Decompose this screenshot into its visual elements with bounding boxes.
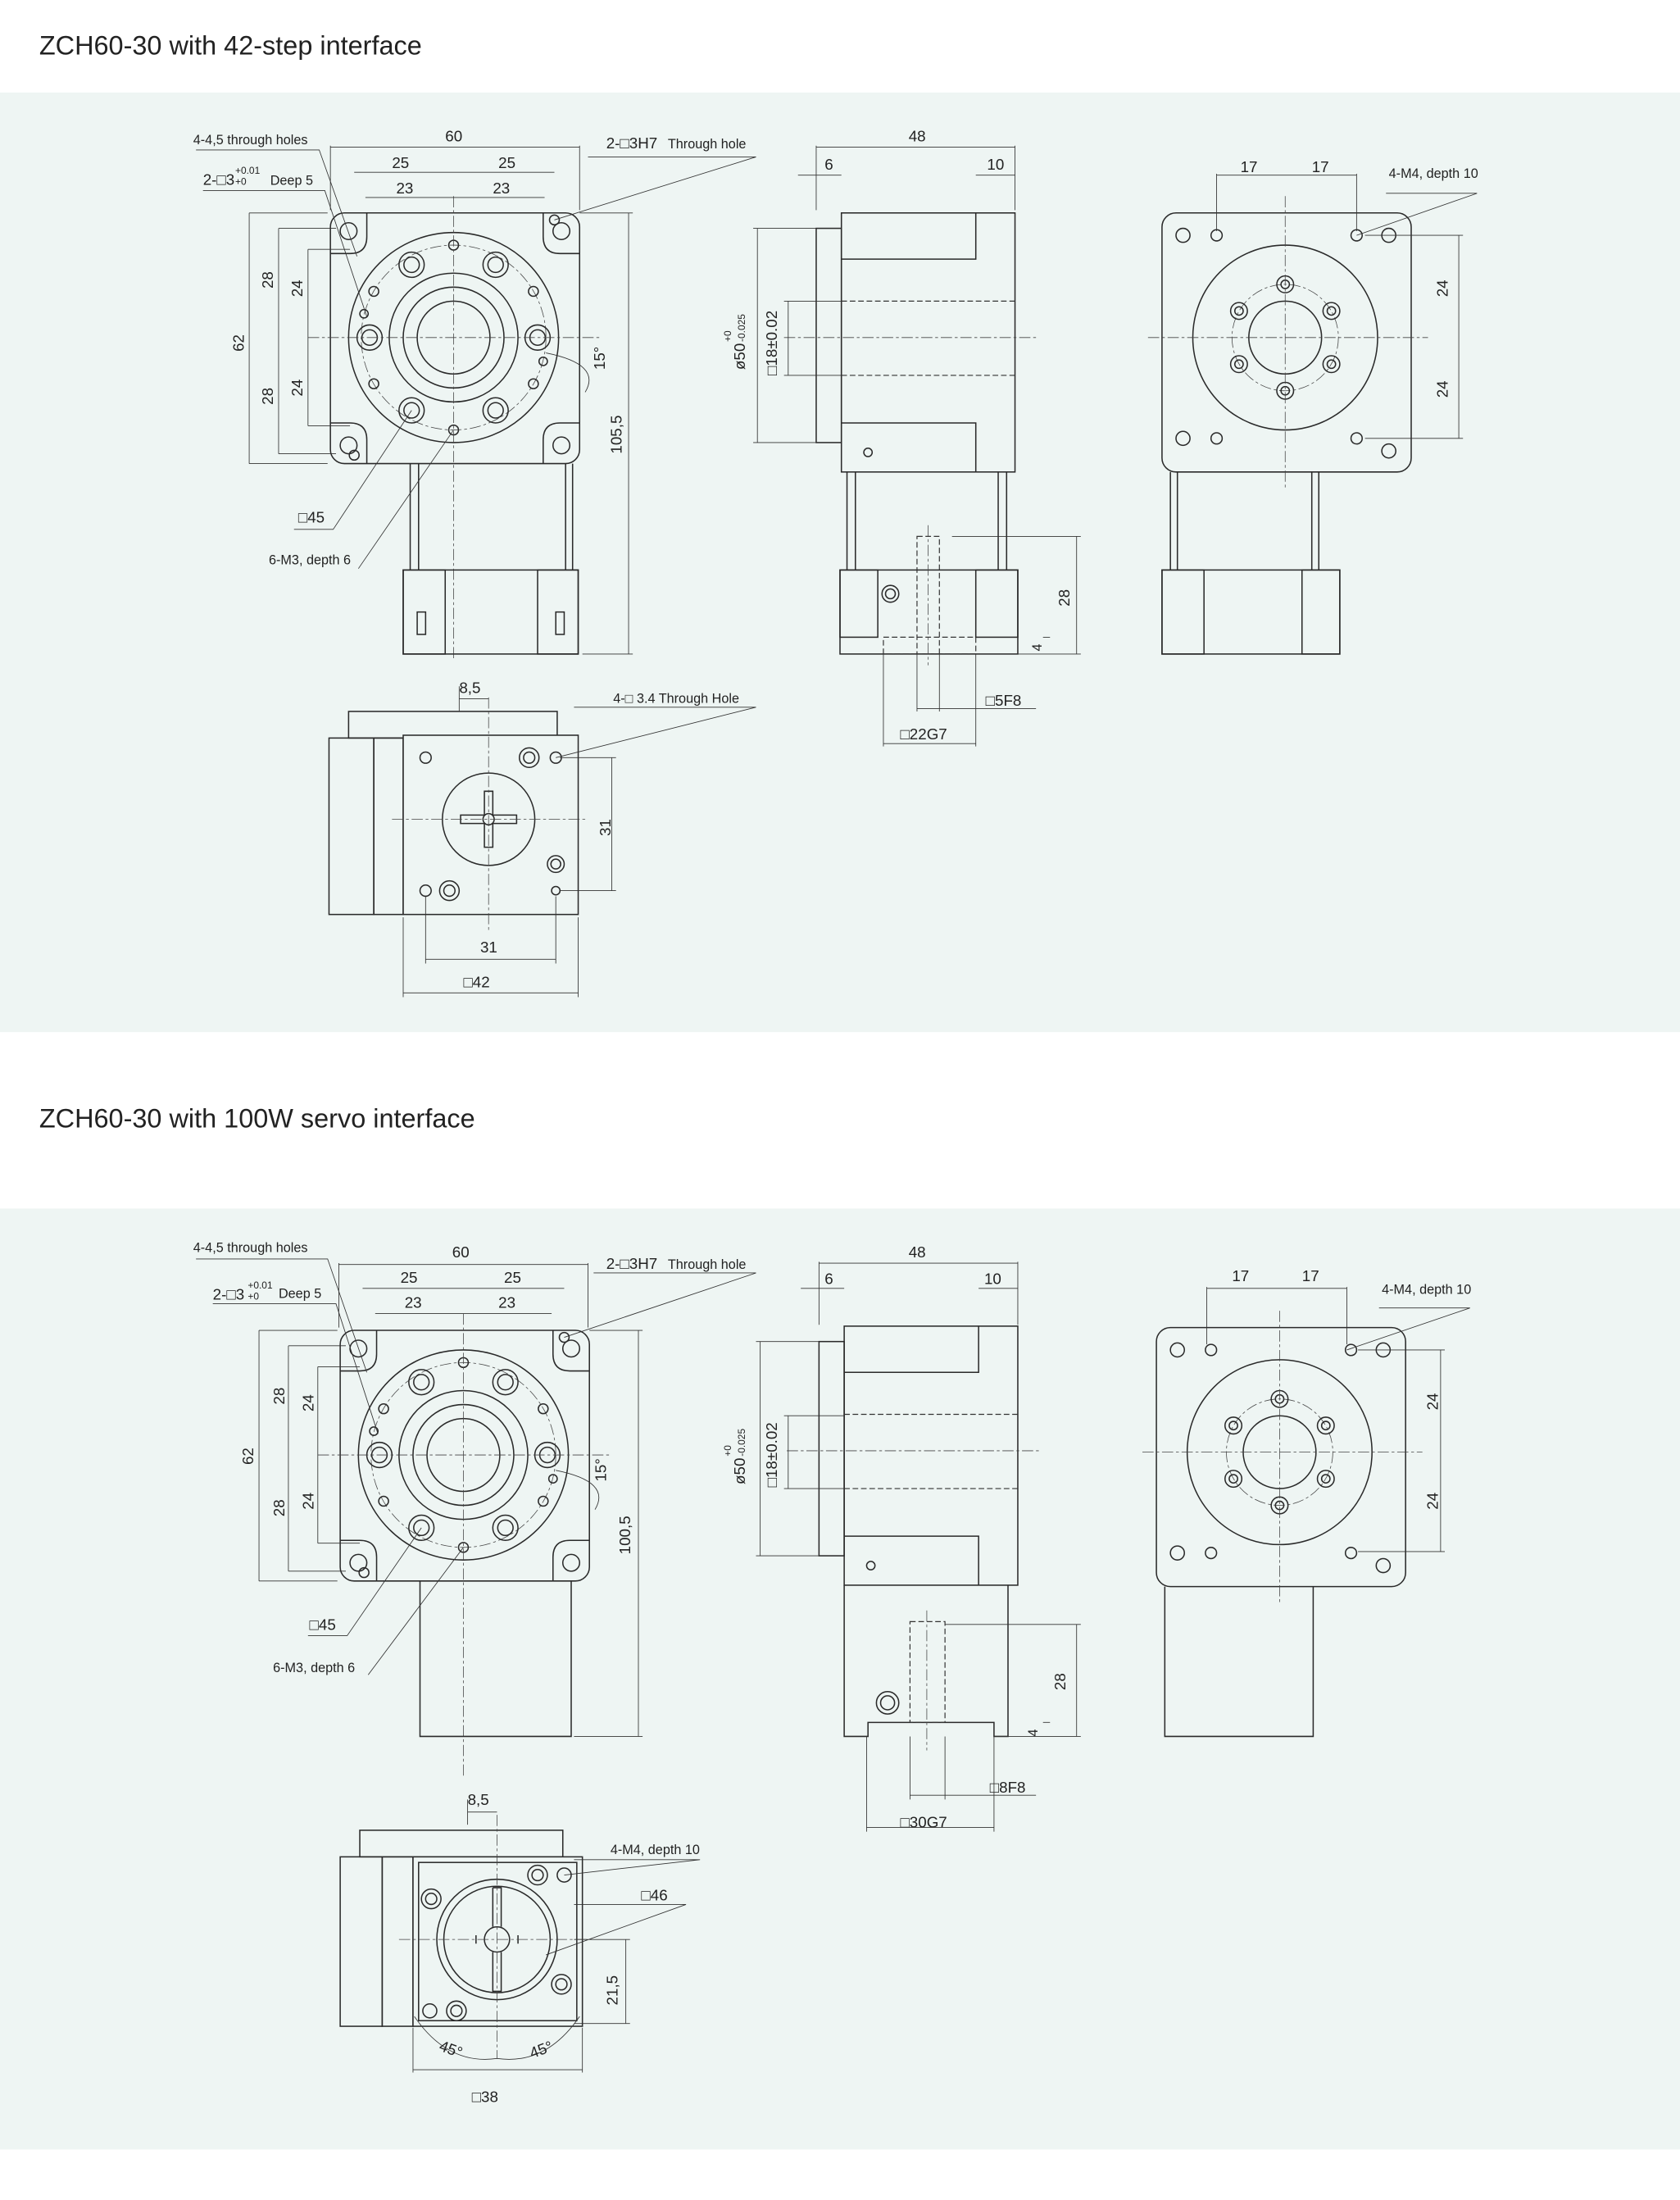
bore-note: 2-□3 [203, 171, 235, 189]
spigot-dim: □30G7 [900, 1813, 947, 1830]
step-dim: 10 [984, 1270, 1001, 1288]
angle-dim: 15° [593, 1458, 610, 1481]
angle-dim: 15° [591, 347, 608, 370]
rear-view-42-step: 17 17 4-M4, depth 10 24 24 [1146, 158, 1478, 655]
dim-24-top: 24 [300, 1394, 317, 1411]
bore-depth: Deep 5 [279, 1287, 321, 1302]
dim-24-bottom: 24 [1433, 380, 1451, 398]
shoulder-dim: 4 [1026, 1729, 1041, 1736]
bore-tol-lower: +0 [247, 1290, 259, 1302]
bore-tol-lower: +0 [235, 176, 247, 188]
diameter-dim: ø50 [731, 343, 748, 370]
shaft-dia-dim: □5F8 [986, 692, 1022, 709]
dim-25-right: 25 [498, 154, 515, 171]
bottom-view-42-step: 8,5 4-□ 3.4 Through Hole 31 31 □42 [328, 680, 756, 998]
dim-24-bottom: 24 [288, 380, 306, 397]
dim-17-right: 17 [1312, 158, 1329, 175]
dim-17-right: 17 [1302, 1267, 1319, 1284]
square-dim: □38 [472, 2088, 498, 2105]
through-holes-note: 4-4,5 through holes [193, 133, 308, 148]
bore-note: 2-□3 [213, 1285, 245, 1302]
rear-view-100w-servo: 17 17 4-M4, depth 10 24 24 [1142, 1267, 1471, 1738]
dim-28-bottom: 28 [270, 1499, 288, 1516]
dim-24-top: 24 [288, 280, 306, 297]
dim-23-left: 23 [396, 180, 413, 197]
front-view-42-step: 4-4,5 through holes 60 2-□3H7 Through ho… [193, 128, 756, 659]
dim-25-left: 25 [401, 1269, 418, 1286]
pcd-dim: □45 [298, 508, 325, 525]
dim-21-5: 21,5 [603, 1975, 620, 2006]
bottom-view-100w-servo: 8,5 4-M4, depth 10 □46 21,5 45° 45° □38 [339, 1791, 701, 2105]
bore-dim: □18±0.02 [763, 311, 780, 375]
thread-note: 6-M3, depth 6 [273, 1661, 355, 1675]
thread-note: 6-M3, depth 6 [269, 553, 351, 568]
dim-24-bottom: 24 [1423, 1493, 1441, 1510]
shoulder-dim: 4 [1030, 643, 1045, 651]
width-dim: 60 [445, 128, 462, 145]
width-dim: 60 [452, 1243, 470, 1261]
pin-note: 2-□3H7 [606, 134, 658, 152]
through-holes-note: 4-□ 3.4 Through Hole [613, 692, 739, 707]
diameter-tol-upper: +0 [722, 1445, 733, 1457]
dim-28-top: 28 [270, 1388, 288, 1405]
dim-17-left: 17 [1241, 158, 1258, 175]
total-height-dim: 100,5 [616, 1516, 633, 1554]
shaft-depth-dim: 28 [1056, 589, 1073, 607]
height-dim: 62 [229, 334, 247, 352]
shaft-depth-dim: 28 [1051, 1673, 1069, 1690]
diameter-tol-lower: -0.025 [736, 314, 747, 342]
height-dim: 62 [239, 1448, 257, 1465]
pin-note: 2-□3H7 [606, 1255, 658, 1272]
flange-dim: 6 [824, 1270, 833, 1288]
bore-depth: Deep 5 [270, 174, 313, 189]
section-title: ZCH60-30 with 42-step interface [39, 31, 422, 61]
diameter-dim: ø50 [731, 1458, 748, 1484]
length-dim: 48 [909, 128, 926, 145]
pcd-dim: □46 [641, 1886, 667, 1903]
step-dim: 10 [987, 156, 1004, 173]
thread-note: 4-M4, depth 10 [611, 1843, 700, 1857]
offset-dim: 8,5 [468, 1791, 489, 1808]
bore-tol-upper: +0.01 [247, 1280, 273, 1291]
thread-note: 4-M4, depth 10 [1382, 1283, 1471, 1298]
thread-note: 4-M4, depth 10 [1389, 166, 1478, 181]
shaft-dia-dim: □8F8 [990, 1779, 1026, 1796]
length-dim: 48 [909, 1243, 926, 1261]
dim-23-right: 23 [498, 1294, 515, 1311]
dim-28-top: 28 [259, 271, 276, 289]
drawing-panel-42-step [0, 92, 1680, 1033]
dim-31-horizontal: 31 [480, 939, 497, 956]
drawing-panel-100w-servo [0, 1208, 1680, 2150]
offset-dim: 8,5 [459, 680, 480, 697]
side-view-100w-servo: 48 6 10 ø50 +0 -0.025 □18±0.02 28 4 □8F8… [722, 1243, 1081, 1832]
bore-tol-upper: +0.01 [235, 165, 261, 176]
dim-23-left: 23 [405, 1294, 422, 1311]
dim-31-vertical: 31 [597, 819, 614, 836]
diameter-tol-upper: +0 [722, 330, 733, 342]
dim-17-left: 17 [1232, 1267, 1249, 1284]
spigot-dim: □22G7 [900, 725, 947, 743]
total-height-dim: 105,5 [608, 416, 625, 454]
through-holes-note: 4-4,5 through holes [193, 1240, 308, 1255]
section-title: ZCH60-30 with 100W servo interface [39, 1103, 475, 1133]
side-view-42-step: 48 6 10 ø50 +0 -0.025 □18±0.02 28 4 □5F8… [722, 128, 1081, 747]
front-view-100w-servo: 4-4,5 through holes 60 2-□3H7 Through ho… [193, 1240, 756, 1777]
dim-24-bottom: 24 [300, 1493, 317, 1510]
bore-dim: □18±0.02 [763, 1422, 780, 1487]
pin-note-suffix: Through hole [668, 1257, 747, 1272]
dim-25-right: 25 [504, 1269, 521, 1286]
pin-note-suffix: Through hole [668, 137, 747, 152]
dim-23-right: 23 [493, 180, 510, 197]
flange-dim: 6 [824, 156, 833, 173]
diameter-tol-lower: -0.025 [736, 1429, 747, 1457]
square-dim: □42 [463, 973, 489, 990]
dim-24-top: 24 [1423, 1393, 1441, 1411]
pcd-dim: □45 [310, 1616, 336, 1634]
dim-24-top: 24 [1433, 280, 1451, 297]
dim-25-left: 25 [392, 154, 409, 171]
dim-28-bottom: 28 [259, 388, 276, 405]
